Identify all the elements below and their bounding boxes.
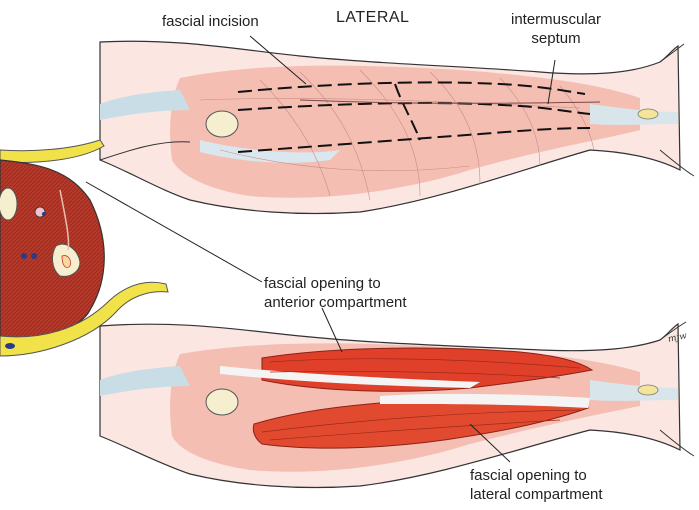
view-title: LATERAL — [336, 8, 409, 27]
upper-leg-view — [100, 41, 694, 213]
anterior-label-line2: anterior compartment — [264, 293, 444, 312]
intermuscular-septum-label: intermuscular septum — [500, 10, 612, 48]
septum-label-line2: septum — [500, 29, 612, 48]
lower-leg-malleolus — [638, 385, 658, 395]
lateral-compartment-label: fascial opening to lateral compartment — [470, 466, 670, 504]
cross-section-vessel-2 — [42, 212, 46, 216]
upper-leg-malleolus — [638, 109, 658, 119]
septum-label-line1: intermuscular — [500, 10, 612, 29]
cross-section-vessel-3 — [21, 253, 27, 259]
lateral-label-line1: fascial opening to — [470, 466, 670, 485]
anterior-compartment-label: fascial opening to anterior compartment — [264, 274, 444, 312]
fascial-incision-label: fascial incision — [162, 12, 259, 31]
cross-section-muscle — [0, 160, 104, 340]
cross-section-vessel-5 — [5, 343, 15, 349]
anterior-label-line1: fascial opening to — [264, 274, 444, 293]
cross-section-fibula — [0, 188, 17, 220]
cross-section-fat-upper — [0, 140, 104, 162]
upper-leg-fibula-head — [206, 111, 238, 137]
upper-leg-muscle-belly — [170, 66, 640, 198]
lower-leg-fibula-head — [206, 389, 238, 415]
cross-section-vessel-4 — [31, 253, 37, 259]
lower-leg-view — [100, 322, 694, 488]
lateral-label-line2: lateral compartment — [470, 485, 670, 504]
